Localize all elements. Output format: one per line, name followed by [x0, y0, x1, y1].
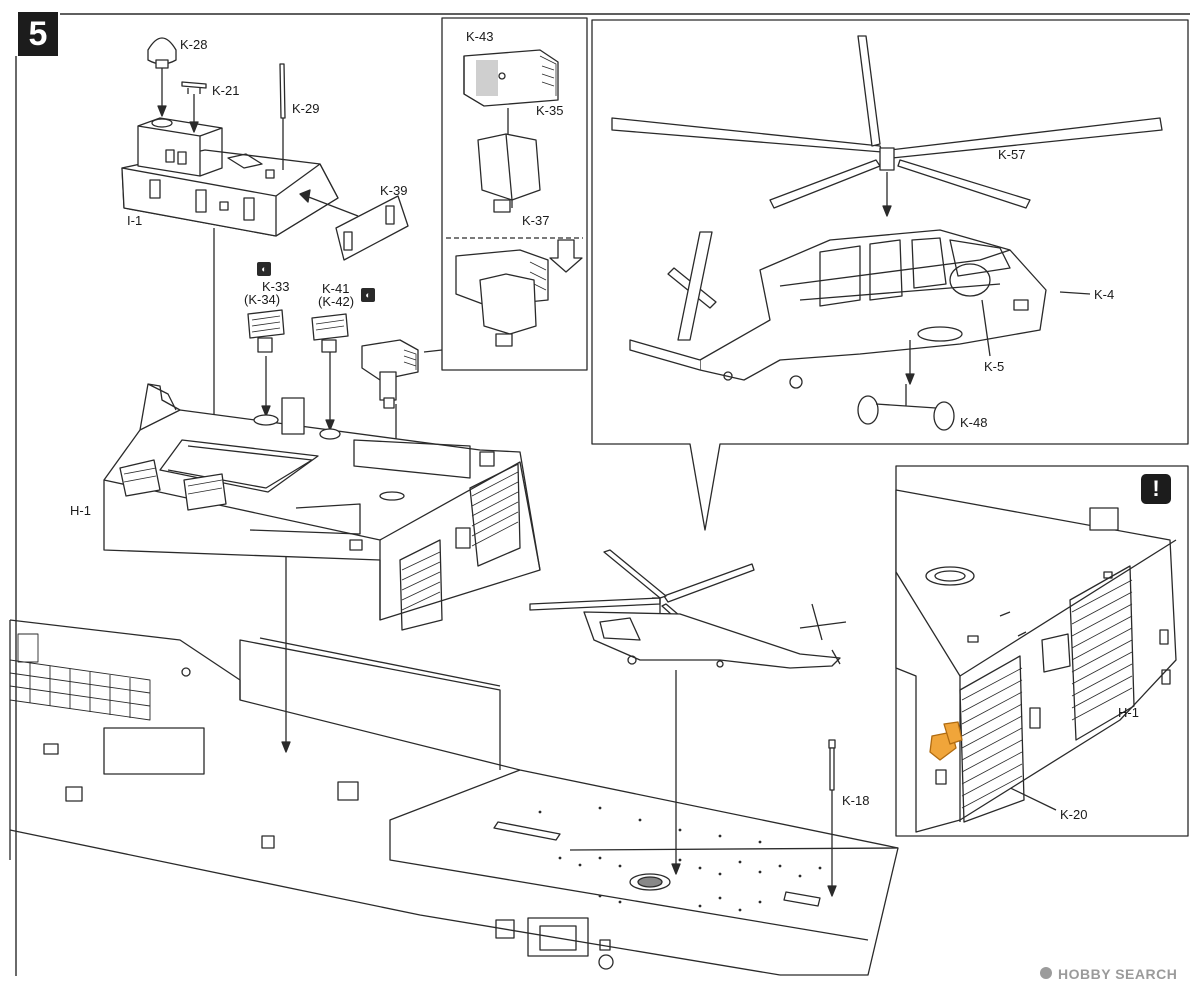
label-k29: K-29	[292, 101, 320, 116]
label-k33: K-33	[262, 279, 290, 294]
part-k37-assembled	[455, 249, 549, 347]
hangar-detail	[895, 489, 1177, 833]
watermark: HOBBY SEARCH	[1058, 966, 1178, 982]
ship-hull	[9, 619, 899, 976]
label-k21: K-21	[212, 83, 240, 98]
label-h1-detail: H-1	[1118, 705, 1139, 720]
part-k28	[147, 37, 177, 69]
label-k43: K-43	[466, 29, 494, 44]
label-k28: K-28	[180, 37, 208, 52]
label-k20: K-20	[1060, 807, 1088, 822]
label-k48: K-48	[960, 415, 988, 430]
hangar-h1	[103, 383, 541, 631]
hobbysearch-logo-icon	[1040, 967, 1052, 979]
step-number: 5	[18, 12, 58, 56]
label-k42: (K-42)	[318, 294, 355, 309]
part-k41	[311, 313, 349, 353]
warning-icon: !	[1141, 474, 1171, 504]
part-k43-k35	[463, 49, 559, 107]
landing-pad-marker	[629, 873, 671, 891]
part-k39	[335, 195, 409, 261]
label-k41: K-41	[322, 281, 350, 296]
label-k34: (K-34)	[244, 292, 281, 307]
label-k18: K-18	[842, 793, 870, 808]
part-ciws	[361, 339, 419, 409]
helicopter-small	[529, 549, 847, 669]
part-k18	[828, 739, 836, 791]
label-k5: K-5	[984, 359, 1005, 374]
alternate-part-icon: ◐	[361, 288, 375, 302]
label-k37: K-37	[522, 213, 550, 228]
label-h1: H-1	[70, 503, 91, 518]
label-k39: K-39	[380, 183, 408, 198]
part-k21	[181, 81, 207, 94]
hull-panel	[103, 727, 205, 775]
part-k29	[279, 63, 286, 119]
label-k4: K-4	[1094, 287, 1115, 302]
part-k37	[477, 133, 541, 213]
inset-pointer	[423, 349, 443, 353]
label-k57: K-57	[998, 147, 1026, 162]
helicopter-detailed	[611, 35, 1163, 431]
deck-holes	[538, 806, 822, 912]
part-k33	[247, 309, 285, 353]
label-i1: I-1	[127, 213, 143, 228]
page-frame	[15, 13, 1190, 976]
direction-arrow-icon	[549, 239, 583, 273]
label-k35: K-35	[536, 103, 564, 118]
superstructure-i1	[121, 117, 339, 237]
alternate-part-icon: ◐	[257, 262, 271, 276]
